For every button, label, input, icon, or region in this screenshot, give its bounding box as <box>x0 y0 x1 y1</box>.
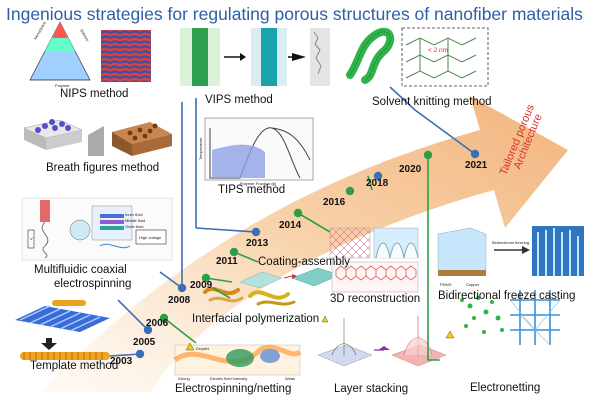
label-multifluidic-line1: Multifluidic coaxial <box>34 264 127 276</box>
year-2016: 2016 <box>323 197 346 208</box>
dot-2021 <box>470 149 480 159</box>
label-interfacial-polymerization: Interfacial polymerization <box>192 313 320 325</box>
year-2009: 2009 <box>190 280 213 291</box>
label-multifluidic-line2: electrospinning <box>54 278 132 290</box>
label-nips: NIPS method <box>60 88 129 100</box>
breath-figures-image <box>23 119 172 156</box>
label-solvent-knitting: Solvent knitting method <box>372 96 492 108</box>
label-bidirectional-freeze-casting: Bidirectional freeze casting <box>438 290 576 302</box>
dot-2008 <box>177 283 187 293</box>
blue-connectors <box>109 86 476 357</box>
svg-text:V: V <box>30 236 33 241</box>
dot-2009 <box>201 273 211 283</box>
bidirectional-freeze-casting-image: PDMS Copper Bidirectional freezing <box>437 226 584 287</box>
dot-2013 <box>251 227 261 237</box>
dot-2011 <box>229 247 239 257</box>
year-2013: 2013 <box>246 238 269 249</box>
year-2006: 2006 <box>146 318 169 329</box>
svg-text:Solvent: Solvent <box>79 28 90 43</box>
svg-text:Copper: Copper <box>466 282 480 287</box>
year-2011: 2011 <box>216 256 238 267</box>
svg-text:Weak: Weak <box>285 376 295 381</box>
svg-text:Temperature: Temperature <box>198 137 203 160</box>
year-2005: 2005 <box>133 337 156 348</box>
timeline-dots <box>135 149 480 359</box>
interfacial-polymerization-image <box>203 286 296 306</box>
label-layer-stacking: Layer stacking <box>334 383 409 395</box>
dot-2006 <box>159 313 169 323</box>
dot-2016 <box>345 186 355 196</box>
dot-2005 <box>143 325 153 335</box>
label-3d-reconstruction: 3D reconstruction <box>330 293 421 305</box>
svg-text:Bidirectional freezing: Bidirectional freezing <box>492 240 529 245</box>
label-breath-figures: Breath figures method <box>46 162 160 174</box>
label-electrospinning-netting: Electrospinning/netting <box>175 383 292 395</box>
year-2021: 2021 <box>465 160 488 171</box>
dot-2018 <box>373 171 383 181</box>
multifluidic-electrospinning-image: V Inner fluid Middle fluid Outer fluid H… <box>21 197 173 261</box>
template-method-image <box>15 300 110 360</box>
label-template: Template method <box>30 360 119 372</box>
year-2020: 2020 <box>399 164 422 175</box>
svg-text:Electric field intensity: Electric field intensity <box>210 376 247 381</box>
svg-text:PDMS: PDMS <box>440 282 452 287</box>
page-title: Ingenious strategies for regulating poro… <box>6 4 583 24</box>
year-2014: 2014 <box>279 220 302 231</box>
nips-morphology-image <box>101 30 151 82</box>
label-vips: VIPS method <box>205 94 273 106</box>
vips-process-image <box>180 28 330 86</box>
electrospinning-netting-image: Droplet Strong Electric field intensity … <box>173 342 302 381</box>
timeline-arrow <box>40 96 568 392</box>
label-electronetting: Electronetting <box>470 382 541 394</box>
label-coating-assembly: Coating-assembly <box>258 256 351 268</box>
svg-text:Polymer Fraction (ϕ): Polymer Fraction (ϕ) <box>240 181 277 186</box>
svg-text:Outer fluid: Outer fluid <box>125 224 143 229</box>
svg-text:Middle fluid: Middle fluid <box>125 218 145 223</box>
year-2018: 2018 <box>366 178 389 189</box>
year-2003: 2003 <box>110 356 133 367</box>
3d-reconstruction-image <box>329 227 419 293</box>
tips-phase-diagram: Polymer Fraction (ϕ) Temperature <box>198 117 314 186</box>
svg-text:Strong: Strong <box>178 376 190 381</box>
svg-text:Droplet: Droplet <box>196 346 210 351</box>
dot-2014 <box>293 208 303 218</box>
svg-text:Inner fluid: Inner fluid <box>125 212 143 217</box>
dot-2020 <box>423 150 433 160</box>
svg-text:Polymer: Polymer <box>55 83 70 88</box>
dot-2003 <box>135 349 145 359</box>
svg-text:< 2 nm: < 2 nm <box>428 47 448 54</box>
svg-text:High voltage: High voltage <box>139 235 162 240</box>
layer-stacking-image <box>317 315 447 367</box>
nips-ternary-diagram: Nonsolvent Solvent Polymer <box>29 20 91 88</box>
electronetting-image <box>445 290 561 346</box>
solvent-knitting-image: < 2 nm <box>346 27 489 87</box>
year-2008: 2008 <box>168 295 191 306</box>
label-tips: TIPS method <box>218 184 286 196</box>
green-connectors <box>163 155 440 361</box>
